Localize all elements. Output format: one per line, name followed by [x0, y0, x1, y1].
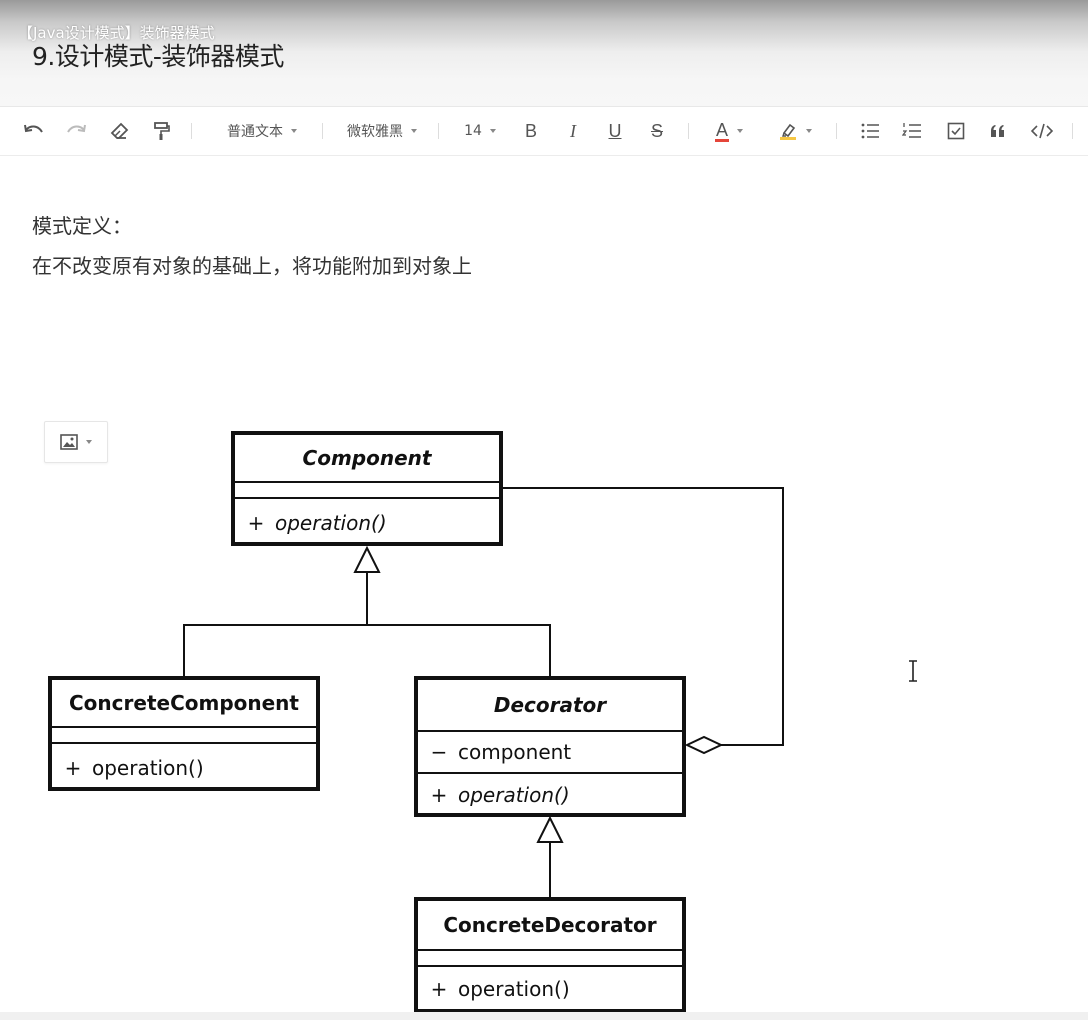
bold-label: B [524, 120, 537, 141]
format-painter-button[interactable] [148, 117, 174, 145]
uml-class-concrete-component[interactable]: ConcreteComponent + operation() [48, 676, 320, 791]
operation-row: + operation() [52, 744, 316, 791]
operation-row: + operation() [418, 967, 682, 1011]
image-icon [60, 434, 78, 450]
uml-class-component[interactable]: Component + operation() [231, 431, 503, 546]
paragraph-style-select[interactable]: 普通文本 [218, 117, 306, 145]
font-family-label: 微软雅黑 [347, 124, 403, 140]
visibility-marker: + [430, 782, 448, 807]
chevron-down-icon [411, 129, 417, 133]
bold-button[interactable]: B [518, 117, 544, 145]
operation-name: operation() [458, 782, 570, 807]
image-options-button[interactable] [44, 421, 108, 463]
redo-button[interactable] [62, 117, 90, 145]
operation-row: + operation() [418, 774, 682, 815]
toolbar-divider [438, 123, 439, 139]
attribute-name: component [458, 740, 572, 764]
code-icon [1030, 123, 1054, 139]
chevron-down-icon [291, 129, 297, 133]
visibility-marker: + [247, 510, 265, 535]
class-name: ConcreteComponent [52, 680, 316, 728]
definition-heading[interactable]: 模式定义： [32, 214, 132, 238]
undo-icon [24, 124, 43, 133]
quote-button[interactable] [984, 117, 1012, 145]
font-color-label: A [714, 119, 729, 142]
visibility-marker: − [430, 740, 448, 764]
text-cursor-icon [907, 660, 919, 686]
uml-class-decorator[interactable]: Decorator − component + operation() [414, 676, 686, 817]
toolbar-divider [1072, 123, 1073, 139]
bottom-edge [0, 1012, 1088, 1020]
video-caption: 【Java设计模式】装饰器模式 [18, 24, 215, 42]
clear-format-button[interactable] [106, 117, 134, 145]
operation-name: operation() [458, 977, 570, 1001]
font-family-select[interactable]: 微软雅黑 [340, 117, 424, 145]
bullet-list-button[interactable] [856, 117, 884, 145]
paragraph-style-label: 普通文本 [227, 124, 283, 140]
highlighter-icon [780, 123, 796, 140]
uml-class-concrete-decorator[interactable]: ConcreteDecorator + operation() [414, 897, 686, 1013]
class-name: ConcreteDecorator [418, 901, 682, 951]
eraser-icon [110, 122, 129, 139]
strikethrough-button[interactable]: S [644, 117, 670, 145]
chevron-down-icon [737, 129, 743, 133]
chevron-down-icon [806, 129, 812, 133]
definition-text[interactable]: 在不改变原有对象的基础上，将功能附加到对象上 [32, 254, 472, 278]
attribute-compartment [52, 728, 316, 744]
class-name: Component [235, 435, 499, 483]
code-block-button[interactable] [1026, 117, 1058, 145]
page-title[interactable]: 9.设计模式-装饰器模式 [32, 42, 284, 71]
editor-toolbar: 普通文本 微软雅黑 14 B I U S A [0, 106, 1088, 156]
chevron-down-icon [489, 129, 496, 133]
italic-label: I [570, 120, 576, 141]
toolbar-divider [836, 123, 837, 139]
attribute-row: − component [418, 732, 682, 774]
checkbox-icon [947, 122, 965, 140]
font-size-select[interactable]: 14 [458, 117, 502, 145]
strikethrough-label: S [650, 120, 663, 141]
document-header: 【Java设计模式】装饰器模式 9.设计模式-装饰器模式 [0, 0, 1088, 106]
visibility-marker: + [430, 977, 448, 1001]
class-name: Decorator [418, 680, 682, 732]
paint-roller-icon [154, 122, 170, 140]
redo-icon [67, 124, 86, 133]
bullet-list-icon [861, 123, 879, 139]
visibility-marker: + [64, 755, 82, 780]
underline-button[interactable]: U [602, 117, 628, 145]
font-size-label: 14 [464, 123, 482, 139]
italic-button[interactable]: I [560, 117, 586, 145]
numbered-list-icon [902, 123, 921, 138]
undo-button[interactable] [20, 117, 48, 145]
underline-label: U [608, 120, 622, 141]
quote-icon [991, 125, 1004, 137]
operation-name: operation() [92, 755, 204, 780]
operation-row: + operation() [235, 499, 499, 546]
font-color-button[interactable]: A [706, 117, 752, 145]
task-list-button[interactable] [942, 117, 970, 145]
chevron-down-icon [86, 440, 92, 444]
highlight-button[interactable] [772, 117, 818, 145]
toolbar-divider [322, 123, 323, 139]
attribute-compartment [235, 483, 499, 499]
operation-name: operation() [275, 510, 387, 535]
toolbar-divider [191, 123, 192, 139]
toolbar-divider [688, 123, 689, 139]
attribute-compartment [418, 951, 682, 967]
numbered-list-button[interactable] [898, 117, 926, 145]
